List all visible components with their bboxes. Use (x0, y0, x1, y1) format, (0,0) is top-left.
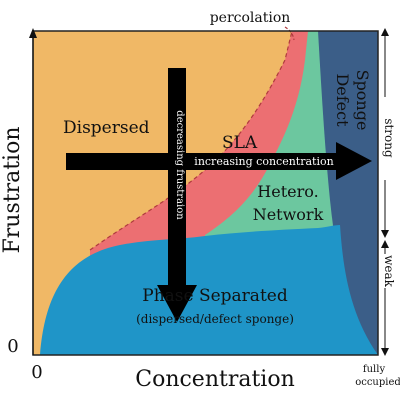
hetero-label-line1: Hetero. (257, 182, 318, 201)
defect-label-line1: Defect (333, 73, 352, 127)
strong-weak-indicator (381, 28, 389, 356)
frustration-arrow (157, 68, 197, 322)
dispersed-label: Dispersed (63, 118, 150, 138)
x-end-label-line2: occupied (355, 377, 400, 388)
defect-label-line2: Sponge (353, 70, 372, 131)
decreasing-frustration-label: decreasing frustraion (174, 110, 185, 220)
phase-separated-region (40, 225, 378, 355)
x-end-label-line1: fully (363, 364, 386, 375)
x-axis-label: Concentration (135, 367, 295, 392)
increasing-concentration-label: increasing concentration (194, 155, 333, 168)
phase-separated-sublabel: (dispersed/defect sponge) (136, 312, 294, 326)
percolation-pointer (284, 26, 295, 41)
weak-label: weak (382, 255, 396, 288)
defect-sponge-region (318, 31, 378, 355)
sla-label: SLA (222, 133, 258, 153)
percolation-label: percolation (210, 10, 291, 26)
y-axis-label: Frustration (0, 126, 25, 253)
y-origin-label: 0 (7, 336, 18, 357)
concentration-arrow (66, 142, 372, 180)
x-origin-label: 0 (31, 362, 42, 383)
hetero-label-line2: Network (253, 205, 324, 224)
phase-separated-label: Phase Separated (142, 286, 288, 306)
regions-group (33, 31, 378, 355)
strong-label: strong (382, 118, 396, 158)
left-axis-arrow (29, 28, 37, 355)
